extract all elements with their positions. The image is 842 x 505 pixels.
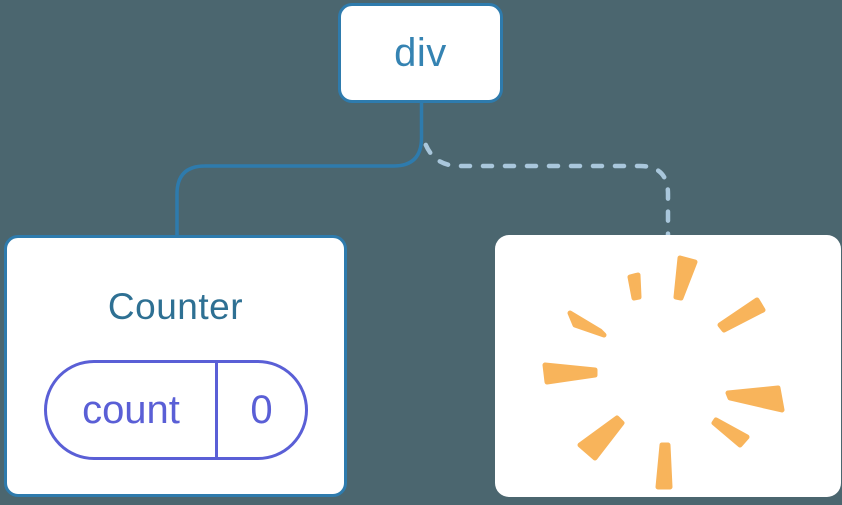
state-pill-value: 0 (250, 387, 273, 432)
poof-card (495, 235, 841, 497)
state-pill: count 0 (44, 360, 308, 460)
state-pill-key: count (47, 363, 218, 457)
poof-burst-icon (542, 255, 785, 490)
counter-card: Counter count 0 (4, 235, 347, 497)
root-node: div (338, 3, 503, 103)
dashed-connector-line (422, 140, 671, 240)
solid-connector-line (175, 101, 424, 238)
counter-card-title: Counter (107, 286, 244, 327)
root-node-label: div (394, 30, 447, 75)
